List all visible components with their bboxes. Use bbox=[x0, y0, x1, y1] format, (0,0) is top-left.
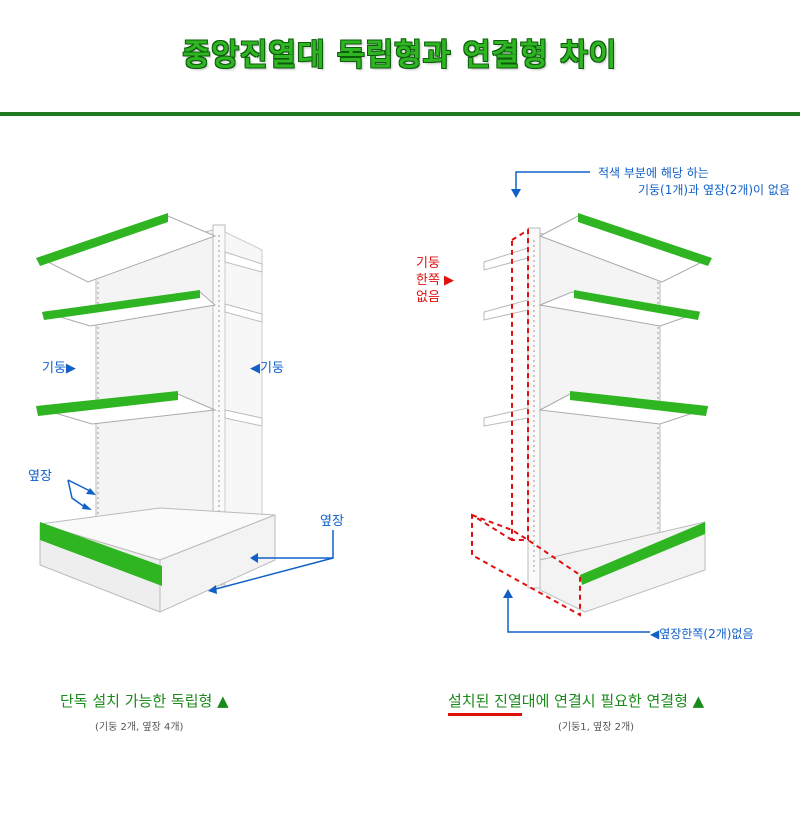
red-label-line3: 없음 bbox=[416, 290, 440, 305]
red-label-line2: 한쪽 ▶ bbox=[416, 273, 455, 288]
right-note-line1: 적색 부분에 해당 하는 bbox=[598, 166, 709, 180]
title-divider bbox=[0, 112, 800, 116]
label-column-right: ◀기둥 bbox=[250, 361, 284, 376]
page-title: 중앙진열대 독립형과 연결형 차이 bbox=[182, 38, 618, 73]
label-side-panel-right: 옆장 bbox=[320, 514, 344, 529]
right-note: 적색 부분에 해당 하는 기둥(1개)과 옆장(2개)이 없음 bbox=[560, 165, 790, 199]
right-caption: 설치된 진열대에 연결시 필요한 연결형 ▲ bbox=[448, 690, 704, 711]
right-caption-rest: 에 연결시 필요한 연결형 ▲ bbox=[535, 692, 705, 710]
left-caption: 단독 설치 가능한 독립형 ▲ bbox=[60, 692, 229, 710]
left-subcaption: (기둥 2개, 옆장 4개) bbox=[95, 722, 184, 733]
label-side-panel-left: 옆장 bbox=[28, 469, 52, 484]
red-label-line1: 기둥 bbox=[416, 256, 440, 271]
label-column-left: 기둥▶ bbox=[42, 361, 76, 376]
right-note-line2: 기둥(1개)과 옆장(2개)이 없음 bbox=[637, 183, 790, 197]
right-caption-underlined: 설치된 진열대 bbox=[448, 692, 536, 710]
red-label-missing-column: 기둥 한쪽 ▶ 없음 bbox=[416, 255, 454, 306]
right-subcaption: (기둥1, 옆장 2개) bbox=[558, 722, 635, 733]
label-side-panel-missing: ◀옆장한쪽(2개)없음 bbox=[650, 627, 754, 641]
